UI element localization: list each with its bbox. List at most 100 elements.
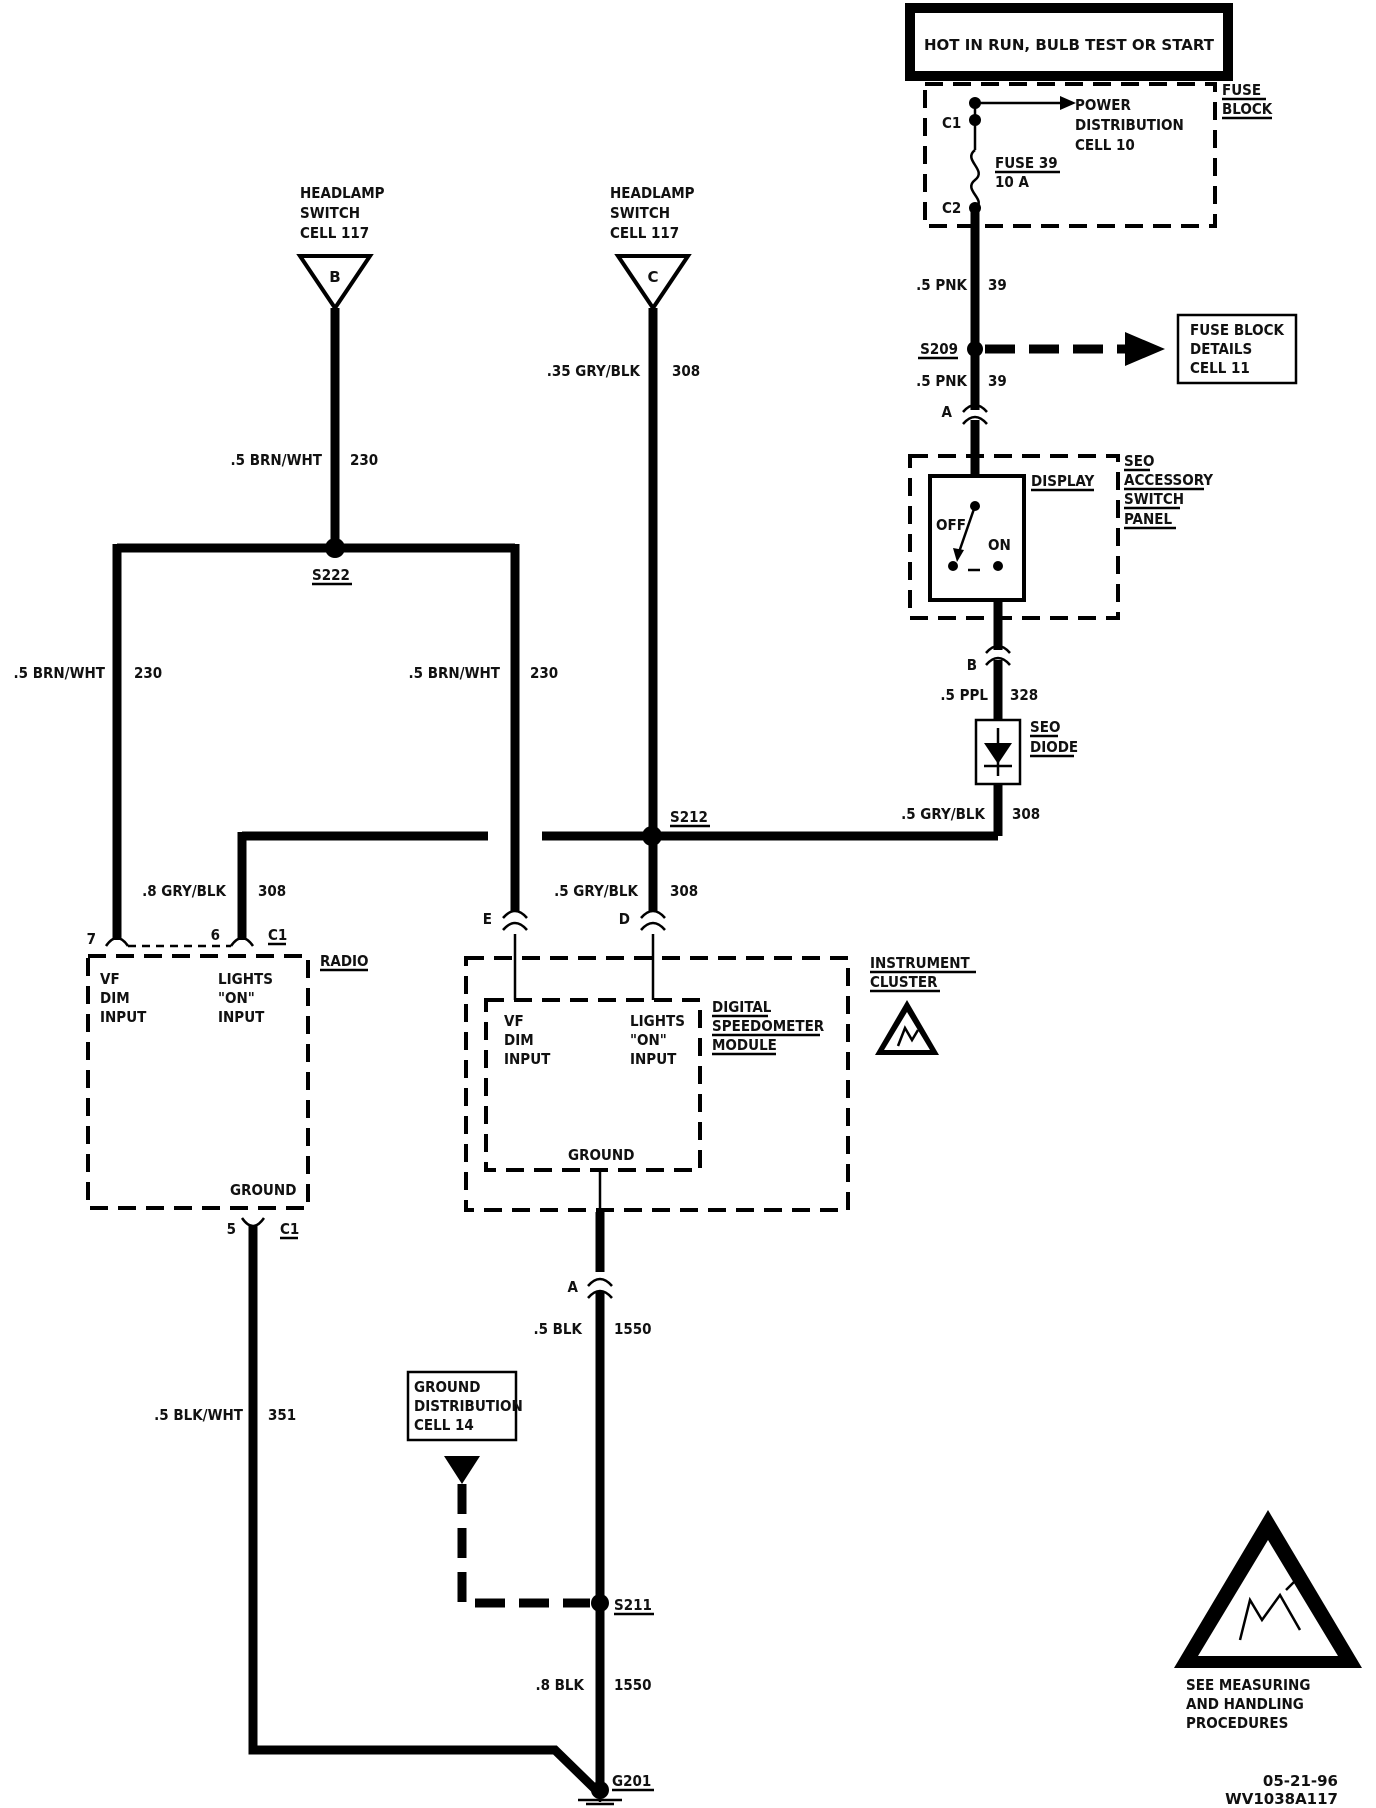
module-vf-3: INPUT: [504, 1050, 551, 1068]
fuse-block-title-2: BLOCK: [1222, 100, 1273, 118]
ground-dist-2: DISTRIBUTION: [414, 1397, 523, 1415]
conn-a-top: A: [942, 403, 953, 421]
seo-accessory-switch-panel: SEO ACCESSORY SWITCH PANEL DISPLAY OFF O…: [908, 452, 1213, 620]
cluster-title-2: CLUSTER: [870, 973, 938, 991]
fuse-details-2: DETAILS: [1190, 340, 1252, 358]
module-ground: GROUND: [568, 1146, 634, 1164]
module-lights-3: INPUT: [630, 1050, 677, 1068]
headlamp-c-3: CELL 117: [610, 224, 679, 242]
fuse-details-3: CELL 11: [1190, 359, 1250, 377]
wire-230-mid-gauge: .5 BRN/WHT: [408, 664, 500, 682]
conn-b: B: [967, 656, 977, 674]
fuse-block-details-box: FUSE BLOCK DETAILS CELL 11: [1176, 313, 1298, 385]
wire-230-left-gauge: .5 BRN/WHT: [13, 664, 105, 682]
s209-label: S209: [920, 340, 958, 358]
radio-vf-1: VF: [100, 970, 120, 988]
switch-off-label: OFF: [936, 516, 966, 534]
module-title-3: MODULE: [712, 1036, 777, 1054]
esd-warning-icon: [875, 1000, 939, 1055]
wire-308-radio-circuit: 308: [258, 882, 286, 900]
wire-308-cluster-gauge: .5 GRY/BLK: [554, 882, 638, 900]
radio-lights-2: "ON": [218, 989, 255, 1007]
wire-230-top-gauge: .5 BRN/WHT: [230, 451, 322, 469]
display-label: DISPLAY: [1031, 472, 1094, 490]
wire-351: [248, 1226, 600, 1794]
radio-lights-1: LIGHTS: [218, 970, 273, 988]
fuse-c2-label: C2: [942, 199, 961, 217]
module-vf-2: DIM: [504, 1031, 534, 1049]
headlamp-b-3: CELL 117: [300, 224, 369, 242]
fuse-block: FUSE BLOCK C1 C2 POWER DISTRIBUTION CELL…: [923, 81, 1273, 228]
wire-351-circuit: 351: [268, 1406, 296, 1424]
switch-on-label: ON: [988, 536, 1011, 554]
hot-in-run-box: HOT IN RUN, BULB TEST OR START: [905, 3, 1233, 81]
power-dist-3: CELL 10: [1075, 136, 1135, 154]
module-title-1: DIGITAL: [712, 998, 772, 1016]
esd-note-2: AND HANDLING: [1186, 1695, 1304, 1713]
headlamp-b-1: HEADLAMP: [300, 184, 385, 202]
power-dist-1: POWER: [1075, 96, 1131, 114]
fuse-details-1: FUSE BLOCK: [1190, 321, 1285, 339]
fuse-c1-label: C1: [942, 114, 961, 132]
wire-1550-top-gauge: .5 BLK: [533, 1320, 582, 1338]
wire-328-gauge: .5 PPL: [940, 686, 988, 704]
g201-label: G201: [612, 1772, 651, 1790]
cluster-pin-e: E: [483, 910, 492, 928]
headlamp-c-letter: C: [647, 268, 658, 286]
module-vf-1: VF: [504, 1012, 524, 1030]
seo-diode-1: SEO: [1030, 718, 1060, 736]
s212-label: S212: [670, 808, 708, 826]
seo-panel-2: ACCESSORY: [1124, 471, 1213, 489]
radio-lights-3: INPUT: [218, 1008, 265, 1026]
wire-308-cluster-circuit: 308: [670, 882, 698, 900]
power-dist-2: DISTRIBUTION: [1075, 116, 1184, 134]
s211-label: S211: [614, 1596, 652, 1614]
instrument-cluster: INSTRUMENT CLUSTER DIGITAL SPEEDOMETER M…: [464, 934, 976, 1212]
ground-dist-3: CELL 14: [414, 1416, 474, 1434]
radio-title: RADIO: [320, 952, 369, 970]
headlamp-c-1: HEADLAMP: [610, 184, 695, 202]
radio-pin-6: 6: [211, 926, 220, 944]
headlamp-b-letter: B: [329, 268, 340, 286]
fuse-rating: 10 A: [995, 173, 1029, 191]
wire-230-left-circuit: 230: [134, 664, 162, 682]
ground-distribution-box: GROUND DISTRIBUTION CELL 14: [406, 1370, 523, 1484]
ground-g201: G201: [578, 1772, 654, 1806]
radio-c1-top: C1: [268, 926, 287, 944]
radio-c1-bottom: C1: [280, 1220, 299, 1238]
seo-diode: SEO DIODE: [974, 718, 1078, 786]
headlamp-switch-b: HEADLAMP SWITCH CELL 117 B: [296, 184, 385, 312]
wire-308-radio-gauge: .8 GRY/BLK: [142, 882, 226, 900]
esd-handling-icon: [1174, 1510, 1362, 1668]
wire-39-top-circuit: 39: [988, 276, 1007, 294]
esd-note-3: PROCEDURES: [1186, 1714, 1288, 1732]
headlamp-b-2: SWITCH: [300, 204, 360, 222]
wire-308-right-circuit: 308: [1012, 805, 1040, 823]
wire-1550-bottom-gauge: .8 BLK: [535, 1676, 584, 1694]
conn-a-bottom: A: [568, 1278, 579, 1296]
footer-code: WV1038A117: [1225, 1790, 1338, 1808]
hot-box-label: HOT IN RUN, BULB TEST OR START: [924, 36, 1215, 54]
ground-dist-1: GROUND: [414, 1378, 480, 1396]
s222-label: S222: [312, 566, 350, 584]
wire-230-mid-circuit: 230: [530, 664, 558, 682]
wire-328-circuit: 328: [1010, 686, 1038, 704]
wire-39-bottom-circuit: 39: [988, 372, 1007, 390]
wire-1550-bottom-circuit: 1550: [614, 1676, 652, 1694]
radio-vf-2: DIM: [100, 989, 130, 1007]
headlamp-c-2: SWITCH: [610, 204, 670, 222]
module-lights-2: "ON": [630, 1031, 667, 1049]
seo-diode-2: DIODE: [1030, 738, 1078, 756]
wire-1550-top-circuit: 1550: [614, 1320, 652, 1338]
fuse-block-title-1: FUSE: [1222, 81, 1261, 99]
radio-box: RADIO VF DIM INPUT LIGHTS "ON" INPUT GRO…: [86, 952, 369, 1210]
radio-pin-5: 5: [227, 1220, 236, 1238]
seo-panel-1: SEO: [1124, 452, 1154, 470]
radio-vf-3: INPUT: [100, 1008, 147, 1026]
headlamp-switch-c: HEADLAMP SWITCH CELL 117 C: [610, 184, 695, 312]
cluster-title-1: INSTRUMENT: [870, 954, 971, 972]
module-lights-1: LIGHTS: [630, 1012, 685, 1030]
footer-date: 05-21-96: [1263, 1772, 1338, 1790]
wire-230-top-circuit: 230: [350, 451, 378, 469]
